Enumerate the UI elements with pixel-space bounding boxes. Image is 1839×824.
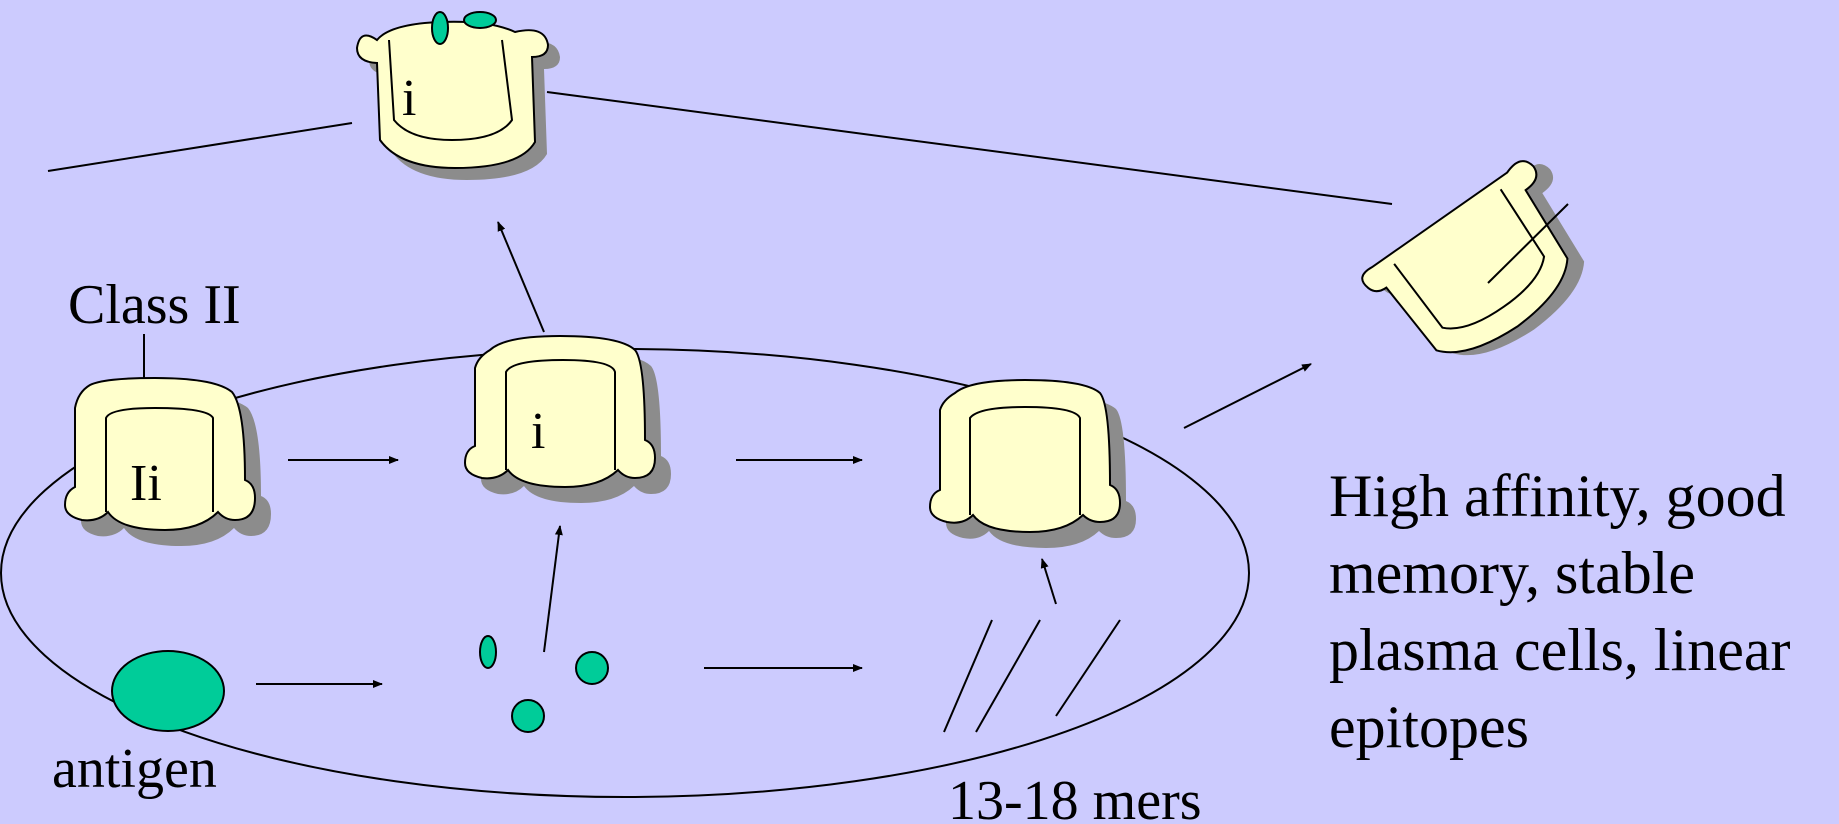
invariant-chain-label: Ii (130, 455, 162, 512)
arrow-empty-to-rotated (1183, 363, 1312, 429)
top-right-connector-line (546, 91, 1393, 205)
antigen-fragment-oval (479, 635, 497, 669)
class-ii-ii-molecule: Ii (63, 376, 271, 546)
class-ii-empty-groove-molecule (928, 378, 1136, 548)
cleaved-invariant-fragment-label: i (531, 403, 545, 460)
surface-class-ii-molecule: i (355, 11, 560, 180)
description-line-2: memory, stable (1329, 540, 1696, 606)
peptide-length-label: 13-18 mers (948, 770, 1202, 824)
top-left-connector-line (47, 122, 353, 172)
description-line-4: epitopes (1329, 694, 1529, 760)
description-line-3: plasma cells, linear (1329, 617, 1791, 683)
arrow-peptide-to-empty (1040, 558, 1057, 605)
antigen-label: antigen (52, 738, 217, 800)
antigen-fragment-circle-right (575, 651, 609, 685)
peptide-line-2 (975, 619, 1041, 733)
top-molecule-fragment-label: i (402, 70, 416, 127)
peptide-line-1 (943, 619, 993, 733)
arrow-fragment-to-cleaved (543, 525, 563, 653)
arrow-cleaved-to-surface (497, 221, 545, 333)
class-ii-cleaved-invariant-molecule: i (463, 334, 671, 503)
rotated-class-ii-molecule (1361, 160, 1585, 356)
antigen-blob (111, 650, 225, 732)
rotated-molecule-peptide-line (1487, 203, 1569, 284)
bound-peptide-horizontal (463, 11, 497, 29)
antigen-fragment-circle-bottom (511, 699, 545, 733)
peptide-line-3 (1055, 619, 1121, 717)
description-text: High affinity, good memory, stable plasm… (1329, 458, 1834, 766)
description-line-1: High affinity, good (1329, 463, 1786, 529)
bound-peptide-vertical (431, 11, 449, 45)
class-ii-label: Class II (68, 274, 241, 336)
